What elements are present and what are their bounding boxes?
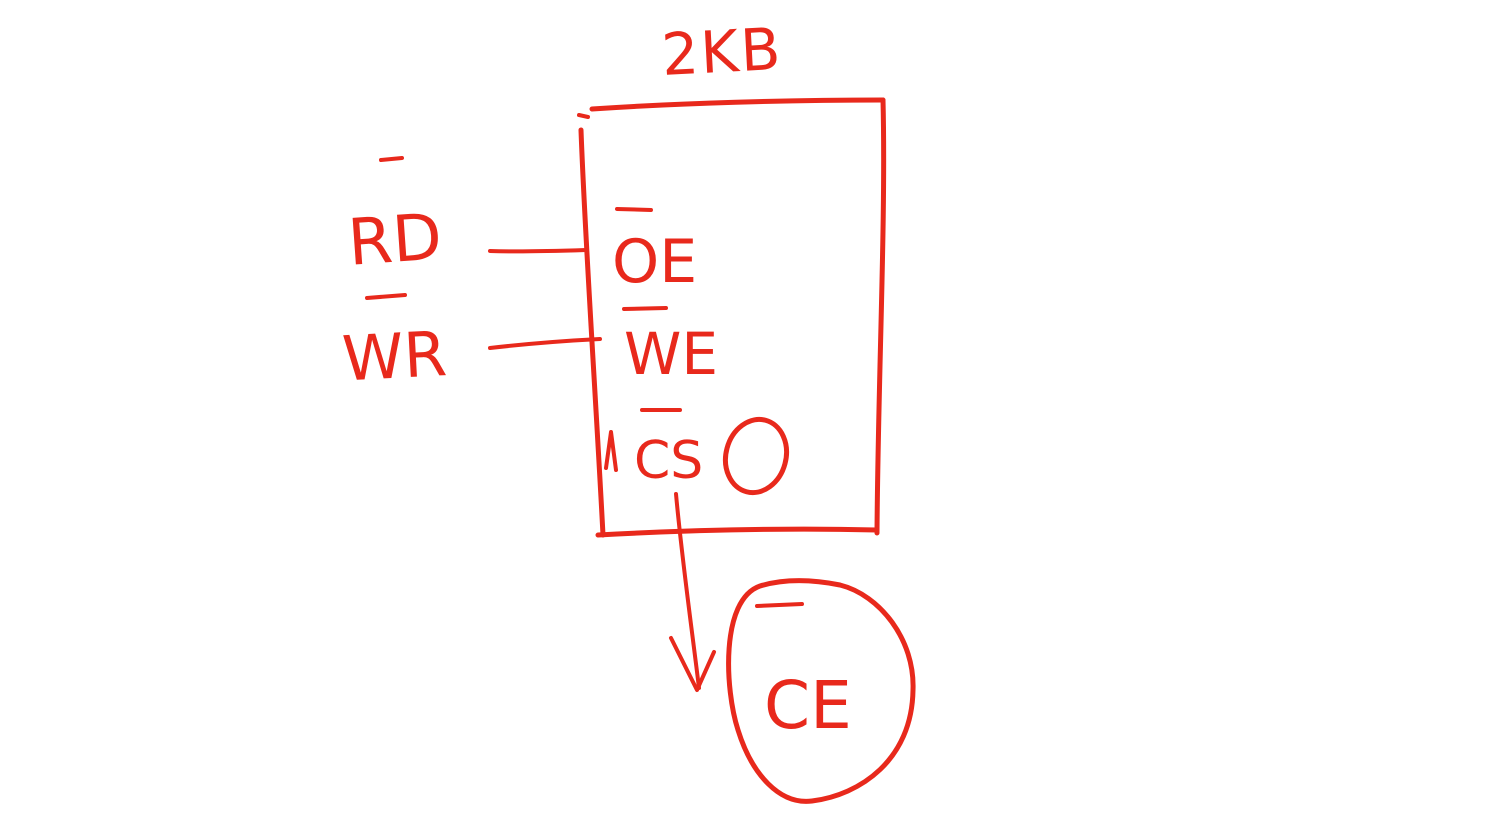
input-rd: RD [346,156,445,281]
cs-label: CS [634,431,703,491]
pin-oe: OE [612,207,697,297]
chip-enable-group: CE [726,578,916,804]
we-label: WE [624,320,718,388]
pin-cs: CS [604,408,703,491]
cs-to-ce-arrow [669,492,716,692]
ce-overbar [755,602,804,608]
cs-tick-mark [604,430,618,472]
oe-label: OE [612,227,697,297]
ce-label: CE [764,667,852,744]
active-low-bubble [722,416,790,496]
input-wr: WR [340,293,449,395]
rd-to-oe-wire [488,248,588,254]
wr-overbar [365,293,407,300]
rd-overbar [379,156,404,162]
oe-overbar [615,207,653,212]
memory-chip-outline [577,97,887,538]
pin-we: WE [622,306,718,388]
wr-label: WR [340,317,448,395]
we-overbar [622,306,668,311]
memory-size-label: 2KB [660,15,784,89]
rd-label: RD [346,200,445,280]
wr-to-we-wire [488,337,602,350]
ce-circle [726,578,916,804]
